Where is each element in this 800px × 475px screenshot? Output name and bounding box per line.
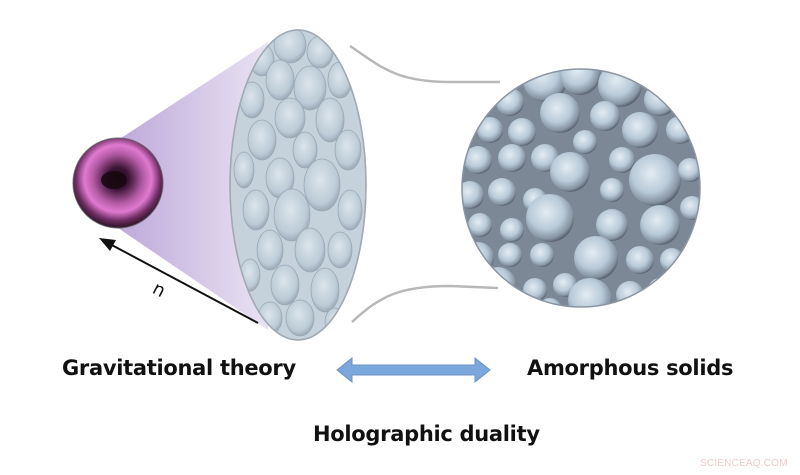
u-direction-arrow: [99, 238, 259, 324]
arrowhead-icon: [99, 238, 116, 251]
bulk-ellipse: [229, 29, 367, 341]
gravitational-theory-label: Gravitational theory: [62, 356, 296, 380]
duality-double-arrow-icon: [336, 356, 491, 384]
watermark: SCIENCEAQ.COM: [700, 458, 788, 469]
top-connector-curve: [349, 44, 500, 84]
black-hole-sphere: [72, 137, 164, 229]
amorphous-solids-label: Amorphous solids: [527, 356, 734, 380]
u-label: u: [148, 279, 168, 303]
amorphous-solid-circle: [461, 68, 701, 308]
bottom-connector-curve: [351, 284, 499, 323]
projection-cone: [118, 42, 268, 330]
holographic-duality-label: Holographic duality: [313, 422, 540, 446]
